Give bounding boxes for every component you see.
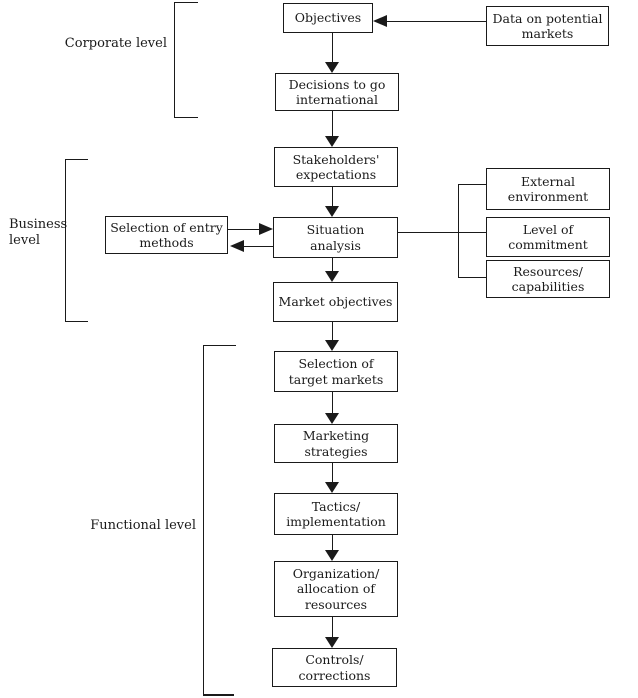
- corporate-bracket-bottom-tick: [174, 117, 198, 118]
- arrowhead-objectives-decisions: [325, 62, 339, 73]
- arrow-line-organization-controls: [332, 617, 333, 637]
- arrowhead-marketing-tactics: [325, 482, 339, 493]
- arrowhead-decisions-stakeholders: [325, 136, 339, 147]
- node-market-objectives: Market objectives: [273, 282, 398, 322]
- arrowhead-situation-market-objectives: [325, 271, 339, 282]
- arrow-line-market-objectives-target-markets: [332, 322, 333, 340]
- corporate-bracket-line: [174, 2, 175, 118]
- business-bracket-bottom-tick: [65, 321, 88, 322]
- node-external-environment: External environment: [486, 168, 610, 210]
- arrowhead-tactics-organization: [325, 550, 339, 561]
- corporate-bracket-top-tick: [174, 2, 198, 3]
- arrow-line-entry-situation: [228, 229, 259, 230]
- arrow-line-stakeholders-situation: [332, 187, 333, 206]
- arrowhead-stakeholders-situation: [325, 206, 339, 217]
- node-selection-of-target-markets: Selection of target markets: [274, 351, 398, 392]
- corporate-level-label: Corporate level: [64, 36, 167, 51]
- functional-level-label: Functional level: [90, 518, 196, 533]
- functional-bracket-bottom-tick: [203, 694, 234, 696]
- arrowhead-organization-controls: [325, 637, 339, 648]
- node-situation-analysis: Situation analysis: [273, 217, 398, 258]
- node-tactics-implementation: Tactics/ implementation: [274, 493, 398, 535]
- arrow-line-marketing-tactics: [332, 463, 333, 482]
- arrowhead-situation-entry: [230, 240, 244, 252]
- arrow-line-objectives-decisions: [332, 33, 333, 62]
- arrow-line-situation-market-objectives: [332, 258, 333, 271]
- node-objectives: Objectives: [283, 3, 373, 33]
- node-decisions-to-go-international: Decisions to go international: [275, 73, 399, 111]
- node-organization-allocation-of-resources: Organization/ allocation of resources: [274, 561, 398, 617]
- connector-external-environment: [458, 184, 486, 185]
- arrow-line-data-objectives: [387, 21, 486, 22]
- functional-bracket-line: [203, 345, 204, 695]
- arrow-line-target-markets-marketing: [332, 392, 333, 413]
- node-selection-of-entry-methods: Selection of entry methods: [105, 216, 228, 254]
- connector-vertical-factors: [458, 184, 459, 278]
- arrow-line-decisions-stakeholders: [332, 111, 333, 136]
- arrowhead-target-markets-marketing: [325, 413, 339, 424]
- business-bracket-top-tick: [65, 159, 88, 160]
- connector-situation-commitment: [398, 232, 486, 233]
- node-data-on-potential-markets: Data on potential markets: [486, 6, 609, 46]
- arrow-line-tactics-organization: [332, 535, 333, 550]
- node-marketing-strategies: Marketing strategies: [274, 424, 398, 463]
- arrow-line-situation-entry: [244, 246, 273, 247]
- business-level-label: Business level: [9, 217, 68, 248]
- functional-bracket-top-tick: [203, 345, 236, 346]
- arrowhead-data-objectives: [373, 15, 387, 27]
- node-resources-capabilities: Resources/ capabilities: [486, 260, 610, 298]
- business-bracket-line: [65, 159, 66, 322]
- node-level-of-commitment: Level of commitment: [486, 217, 610, 257]
- arrowhead-market-objectives-target-markets: [325, 340, 339, 351]
- connector-resources-capabilities: [458, 277, 486, 278]
- node-stakeholders-expectations: Stakeholders' expectations: [274, 147, 398, 187]
- arrowhead-entry-situation: [259, 223, 273, 235]
- node-controls-corrections: Controls/ corrections: [272, 648, 397, 687]
